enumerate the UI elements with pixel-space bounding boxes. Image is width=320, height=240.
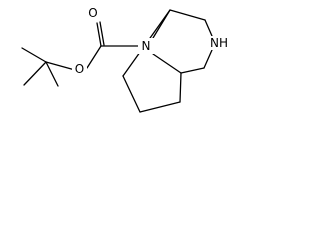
carbonyl-oxygen-mask	[86, 6, 100, 20]
bond-bridgehead2-n	[152, 53, 182, 74]
ester-oxygen-mask	[72, 62, 87, 76]
bond-o-carbonyl-c	[86, 45, 102, 69]
ester-oxygen-label: O	[75, 62, 84, 76]
bond-tbu-c1	[23, 61, 47, 86]
bond-carbonyl-double-2	[99, 21, 105, 46]
bond-carbonyl-double-1	[96, 22, 102, 47]
bond-c6-c7	[139, 101, 181, 113]
bond-nh-c4	[203, 49, 213, 69]
bond-tbu-o	[45, 61, 76, 71]
bond-tbu-c3	[45, 61, 59, 87]
carbamate-group	[86, 21, 140, 69]
bond-bridgehead2-c6	[179, 72, 182, 103]
ring-nitrogen-label: NH	[210, 36, 228, 50]
bond-c7-c8	[122, 75, 141, 113]
bicyclic-ring	[122, 9, 213, 113]
carbonyl-oxygen-label: O	[88, 6, 97, 20]
molecule-diagram: O O N NH	[21, 6, 231, 113]
bond-c4-bridgehead2	[180, 67, 205, 74]
bond-c2-nh	[204, 19, 213, 37]
ring-nitrogen-mask	[207, 36, 231, 50]
bridge-nitrogen-label: N	[142, 39, 151, 53]
bridge-nitrogen-mask	[138, 38, 154, 54]
tert-butyl-group	[21, 47, 76, 87]
bond-tbu-c2	[21, 47, 47, 63]
bond-bridgehead1-c2	[169, 9, 206, 21]
